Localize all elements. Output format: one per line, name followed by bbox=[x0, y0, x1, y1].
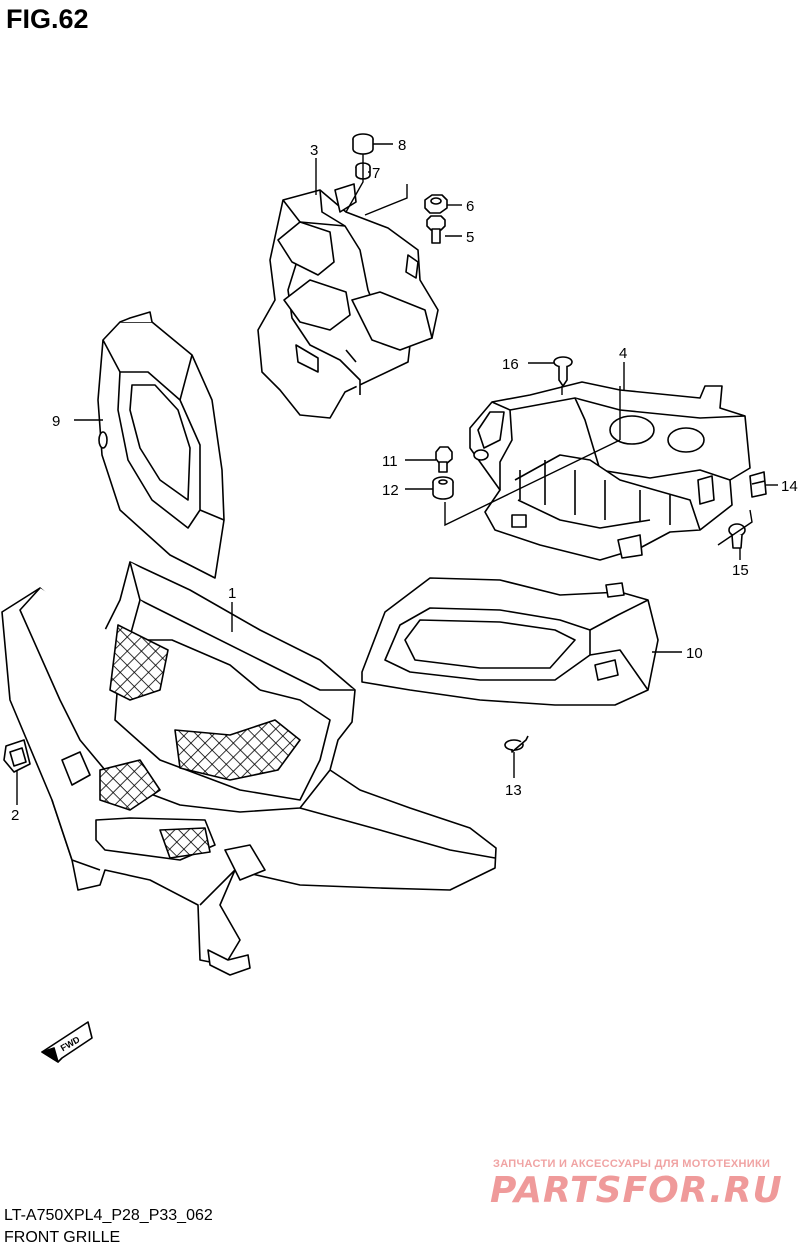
callout-10: 10 bbox=[686, 645, 703, 662]
part-10-side-cover bbox=[361, 577, 659, 706]
part-12-grommet bbox=[432, 476, 454, 500]
diagram-code: LT-A750XPL4_P28_P33_062 bbox=[4, 1207, 213, 1224]
part-8-grommet bbox=[352, 133, 374, 155]
callout-5: 5 bbox=[466, 229, 474, 246]
callout-4: 4 bbox=[619, 345, 627, 362]
callout-8: 8 bbox=[398, 137, 406, 154]
diagram-name: FRONT GRILLE bbox=[4, 1229, 121, 1246]
callout-13: 13 bbox=[505, 782, 522, 799]
part-9-headlight-bezel bbox=[97, 311, 225, 579]
watermark-logo: PARTSFOR.RU bbox=[490, 1170, 783, 1211]
figure-title: FIG.62 bbox=[6, 4, 89, 34]
part-6-nut bbox=[424, 194, 448, 214]
ref-line-12 bbox=[444, 439, 621, 527]
part-4-under-tray bbox=[469, 381, 751, 561]
assembly-reference-lines bbox=[345, 154, 753, 546]
callout-11: 11 bbox=[382, 453, 398, 470]
callout-9: 9 bbox=[52, 413, 60, 430]
callout-16: 16 bbox=[502, 356, 519, 373]
part-14-clip bbox=[749, 471, 767, 498]
callout-15: 15 bbox=[732, 562, 749, 579]
part-13-screw bbox=[504, 735, 529, 753]
part-16-screw bbox=[553, 356, 573, 387]
fwd-arrow-icon bbox=[41, 1021, 93, 1063]
ref-line-5-6 bbox=[364, 184, 408, 216]
part-1-front-grille bbox=[1, 561, 497, 976]
callout-2: 2 bbox=[11, 807, 19, 824]
callout-3: 3 bbox=[310, 142, 318, 159]
callout-6: 6 bbox=[466, 198, 474, 215]
part-5-bolt bbox=[426, 215, 446, 244]
callout-14: 14 bbox=[781, 478, 798, 495]
part-3-headlight-bracket bbox=[257, 183, 439, 419]
callout-7: 7 bbox=[372, 165, 380, 182]
callout-12: 12 bbox=[382, 482, 399, 499]
part-2-clip bbox=[3, 739, 31, 773]
ref-line-7-8 bbox=[345, 154, 364, 213]
leader-lines bbox=[16, 143, 778, 805]
watermark-tagline: ЗАПЧАСТИ И АКСЕССУАРЫ ДЛЯ МОТОТЕХНИКИ bbox=[493, 1158, 771, 1170]
part-15-rivet bbox=[728, 523, 746, 549]
callout-1: 1 bbox=[228, 585, 236, 602]
ref-line-14-15 bbox=[717, 509, 753, 546]
part-11-bolt bbox=[435, 446, 453, 473]
